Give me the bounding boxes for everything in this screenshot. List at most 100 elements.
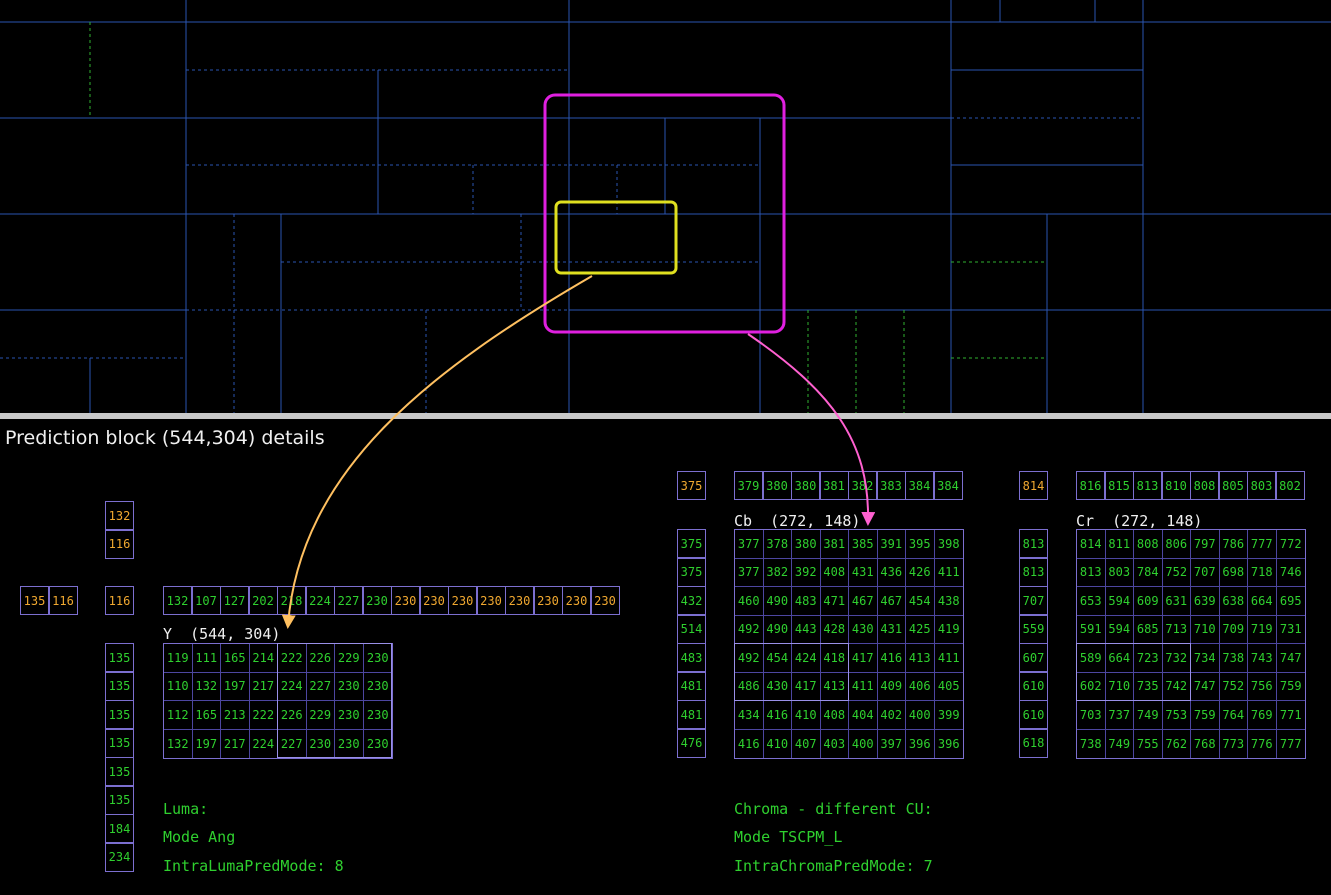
sample-cell: 664 — [1105, 644, 1134, 673]
sample-cell: 732 — [1162, 644, 1191, 673]
sample-cell: 214 — [249, 644, 278, 673]
sample-cell: 227 — [306, 672, 335, 701]
sample-cell: 709 — [1219, 615, 1248, 644]
sample-cell: 698 — [1219, 558, 1248, 587]
sample-cell: 419 — [934, 616, 963, 644]
sample-cell: 591 — [1077, 615, 1106, 644]
sample-cell: 594 — [1105, 587, 1134, 616]
sample-cell: 454 — [763, 644, 792, 673]
top-reference-sample: 382 — [848, 471, 877, 500]
top-reference-sample: 384 — [933, 471, 963, 500]
chroma-info-title: Chroma - different CU: — [734, 800, 933, 818]
sample-cell: 747 — [1191, 672, 1220, 701]
sample-cell: 381 — [820, 530, 849, 559]
left-reference-sample: 184 — [105, 814, 134, 843]
sample-cell: 425 — [906, 615, 935, 644]
top-reference-sample: 380 — [791, 471, 820, 500]
top-reference-sample: 230 — [362, 586, 392, 615]
left-reference-sample: 618 — [1019, 728, 1048, 758]
top-reference-sample: 227 — [334, 586, 363, 615]
sample-cell: 382 — [763, 558, 792, 587]
sample-cell: 406 — [906, 672, 935, 701]
sample-cell: 395 — [906, 530, 935, 559]
left-reference-sample: 610 — [1019, 700, 1048, 729]
left-reference-sample: 483 — [677, 643, 706, 672]
top-reference-sample: 127 — [220, 586, 249, 615]
sample-cell: 430 — [849, 615, 878, 644]
sample-cell: 747 — [1276, 644, 1305, 673]
sample-cell: 813 — [1077, 558, 1106, 587]
top-reference-sample: 230 — [476, 586, 506, 615]
sample-cell: 405 — [934, 673, 963, 701]
sample-cell: 380 — [792, 530, 821, 559]
sample-cell: 753 — [1162, 701, 1191, 730]
top-reference-sample: 815 — [1104, 471, 1134, 500]
sample-cell: 132 — [192, 672, 221, 701]
sample-cell: 400 — [906, 701, 935, 730]
panel-splitter[interactable] — [0, 413, 1331, 419]
luma-info-mode: Mode Ang — [163, 828, 236, 846]
sample-cell: 742 — [1162, 672, 1191, 701]
sample-cell: 772 — [1276, 530, 1305, 559]
top-reference-sample: 230 — [391, 586, 420, 615]
sample-cell: 424 — [792, 644, 821, 673]
left-reference-sample: 375 — [677, 557, 706, 587]
sample-cell: 443 — [792, 615, 821, 644]
cb-block-label: Cb (272, 148) — [734, 512, 861, 530]
block-partition-view[interactable] — [0, 0, 1331, 413]
sample-cell: 409 — [877, 672, 906, 701]
sample-cell: 431 — [849, 558, 878, 587]
left-reference-sample: 481 — [677, 700, 706, 729]
sample-cell: 397 — [878, 729, 906, 758]
sample-cell: 399 — [934, 701, 963, 730]
sample-cell: 112 — [164, 701, 193, 730]
sample-cell: 413 — [820, 672, 849, 701]
sample-cell: 229 — [335, 644, 364, 673]
sample-cell: 594 — [1105, 615, 1134, 644]
partition-canvas[interactable] — [0, 0, 1331, 413]
left-reference-sample: 432 — [677, 586, 706, 615]
sample-cell: 230 — [363, 673, 392, 701]
sample-cell: 132 — [164, 729, 193, 758]
sample-cell: 431 — [877, 615, 906, 644]
above-neighbor-sample: 116 — [105, 529, 134, 559]
sample-cell: 377 — [735, 558, 764, 587]
sample-cell: 738 — [1219, 644, 1248, 673]
sample-cell: 731 — [1276, 616, 1305, 644]
sample-cell: 229 — [306, 701, 335, 730]
top-reference-sample: 230 — [590, 586, 620, 615]
sample-cell: 752 — [1162, 558, 1191, 587]
sample-cell: 738 — [1077, 729, 1106, 758]
sample-cell: 467 — [849, 587, 878, 616]
left-reference-sample: 607 — [1019, 643, 1048, 672]
sample-cell: 408 — [820, 701, 849, 730]
top-reference-sample: 381 — [819, 471, 849, 500]
left-reference-sample: 135 — [105, 700, 134, 729]
sample-cell: 454 — [906, 587, 935, 616]
sample-cell: 762 — [1163, 729, 1191, 758]
sample-cell: 710 — [1105, 672, 1134, 701]
sample-cell: 402 — [877, 701, 906, 730]
sample-cell: 806 — [1162, 530, 1191, 559]
sample-cell: 771 — [1276, 701, 1305, 730]
sample-cell: 749 — [1106, 729, 1134, 758]
sample-cell: 589 — [1077, 644, 1106, 673]
sample-cell: 416 — [763, 701, 792, 730]
top-reference-sample: 805 — [1218, 471, 1248, 500]
cr-block-label: Cr (272, 148) — [1076, 512, 1203, 530]
sample-cell: 396 — [937, 736, 960, 751]
sample-cell: 719 — [1248, 615, 1277, 644]
sample-cell: 391 — [877, 530, 906, 559]
sample-cell: 749 — [1134, 701, 1163, 730]
sample-cell: 392 — [792, 558, 821, 587]
sample-cell: 471 — [820, 587, 849, 616]
sample-cell: 197 — [221, 672, 250, 701]
sample-cell: 227 — [278, 729, 307, 758]
sample-cell: 416 — [877, 644, 906, 673]
sample-cell: 718 — [1248, 558, 1277, 587]
left-reference-sample: 707 — [1019, 586, 1048, 615]
sample-cell: 165 — [221, 644, 250, 673]
top-reference-sample: 816 — [1076, 471, 1105, 500]
